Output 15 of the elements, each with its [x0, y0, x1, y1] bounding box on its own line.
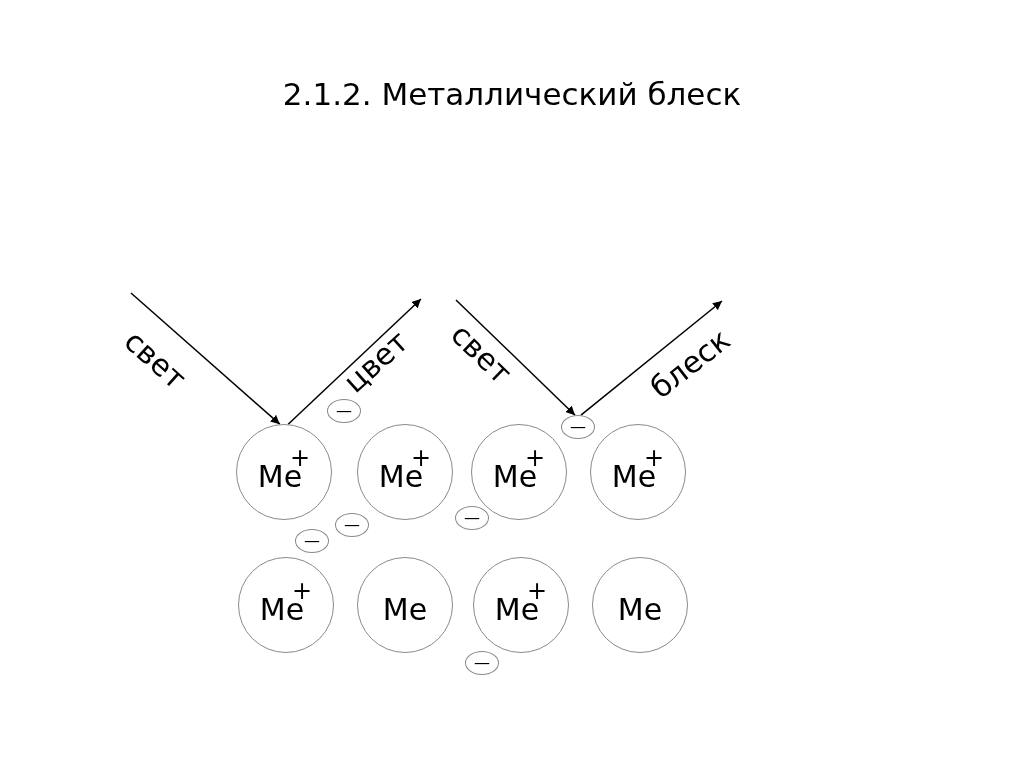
ion-label: Me [382, 590, 428, 627]
charge-sign: — [570, 419, 586, 435]
ion-label: Me [617, 590, 663, 627]
edge-label: свет [445, 318, 517, 390]
arrow [130, 292, 281, 425]
charge-sign: — [304, 533, 320, 549]
edge-label: свет [118, 325, 192, 395]
arrow [580, 300, 723, 416]
arrow [455, 299, 576, 416]
title: 2.1.2. Металлический блеск [282, 76, 742, 112]
charge-sign: — [336, 403, 352, 419]
charge-sign: — [474, 655, 490, 671]
arrow [287, 298, 422, 425]
charge-sign: — [464, 510, 480, 526]
charge-sign: — [344, 517, 360, 533]
